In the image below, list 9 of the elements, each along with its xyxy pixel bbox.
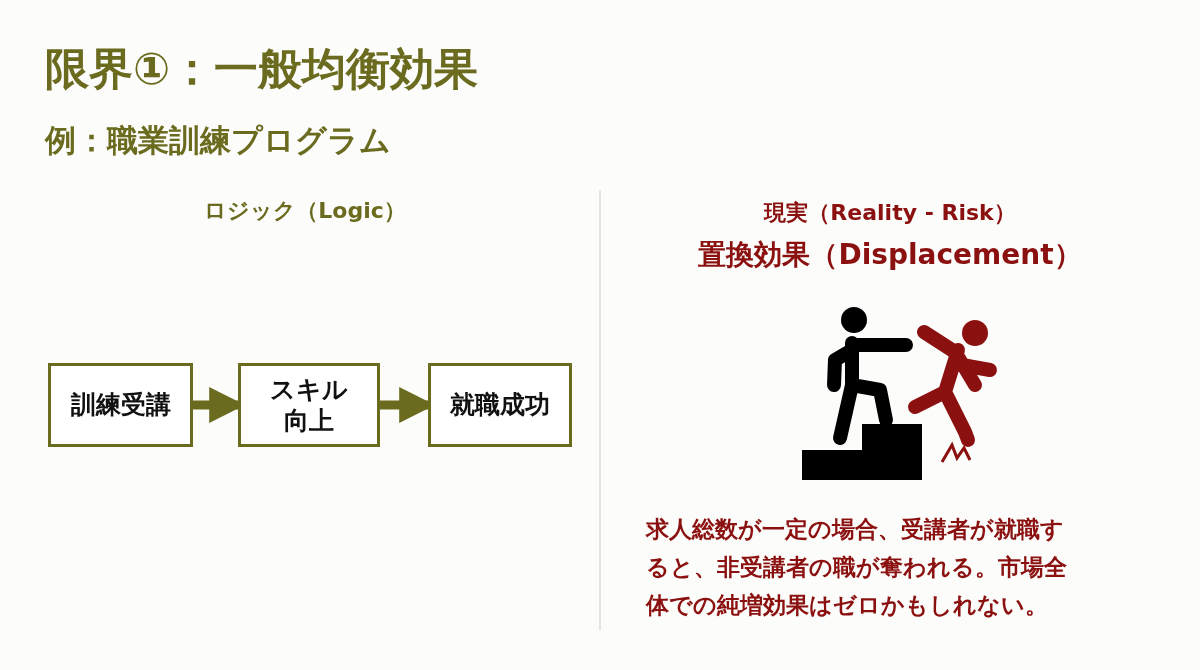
column-heading: 現実（Reality - Risk） [762, 199, 1017, 227]
column-heading: ロジック（Logic） [203, 197, 407, 225]
explanation-text: 求人総数が一定の場合、受講者が就職すると、非受講者の職が奪われる。市場全体での純増効果はゼロかもしれない。 [646, 515, 1068, 620]
process-box: 就職成功 [428, 363, 572, 447]
subtitle: 例：職業訓練プログラム [45, 121, 391, 160]
effect-heading: 置換効果（Displacement） [697, 237, 1083, 273]
process-box: 訓練受講 [48, 363, 193, 447]
process-box: スキル向上 [238, 363, 380, 447]
title: 限界①：一般均衡効果 [45, 42, 479, 96]
